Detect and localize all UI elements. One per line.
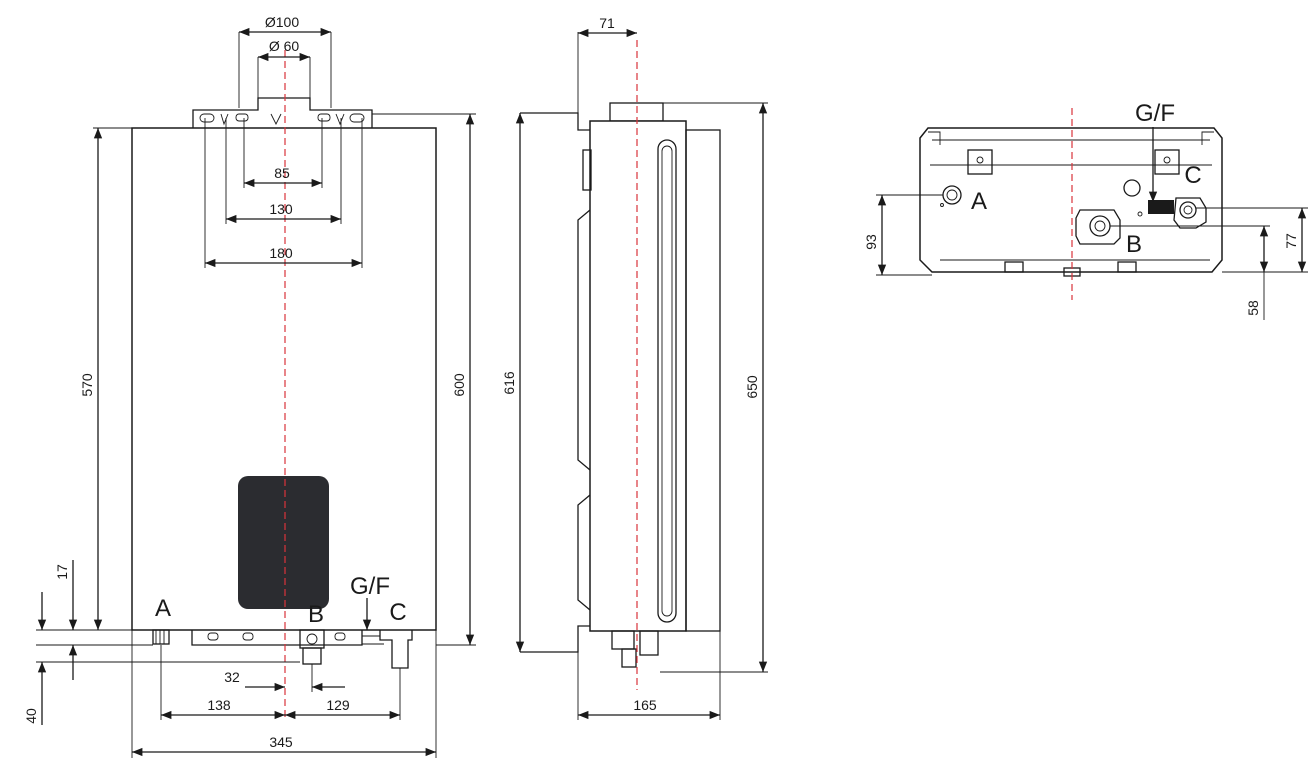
bottom-label-gf: G/F <box>1135 100 1175 127</box>
dim-w32: 32 <box>224 669 240 685</box>
connection-a-fitting <box>152 629 170 645</box>
bottom-slot <box>242 632 254 641</box>
dim-h616: 616 <box>501 371 517 395</box>
dim-h600: 600 <box>451 373 467 397</box>
bracket-slot <box>235 113 249 122</box>
port-c-fitting <box>1173 197 1207 229</box>
dim-w180: 180 <box>269 245 293 261</box>
dim-h58: 58 <box>1245 300 1261 316</box>
side-connector <box>611 630 635 650</box>
dim-h40: 40 <box>23 708 39 724</box>
side-bulge <box>577 209 591 471</box>
dim-h570: 570 <box>79 373 95 397</box>
dim-w138: 138 <box>207 697 231 713</box>
dim-w345: 345 <box>269 734 293 750</box>
gas-pipe <box>1148 200 1174 214</box>
bottom-label-c: C <box>1184 162 1201 189</box>
label-c: C <box>389 599 406 626</box>
port-b-inner <box>1094 220 1106 232</box>
side-rib-inner <box>661 145 673 617</box>
connection-a-thread <box>155 630 165 644</box>
bottom-corner-details <box>928 131 1214 145</box>
gas-valve-lines <box>362 635 384 645</box>
dim-w129: 129 <box>326 697 350 713</box>
label-a: A <box>155 595 171 622</box>
side-connector <box>639 630 659 656</box>
dim-w85: 85 <box>274 165 290 181</box>
connection-c-fitting <box>379 630 413 669</box>
bottom-label-a: A <box>971 188 987 215</box>
label-b: B <box>308 601 324 628</box>
port-dot <box>940 203 944 207</box>
dim-d100: Ø100 <box>265 14 299 30</box>
bottom-foot <box>1117 261 1137 273</box>
dim-w130: 130 <box>269 201 293 217</box>
label-gf: G/F <box>350 573 390 600</box>
heater-side-body <box>589 120 687 632</box>
bottom-plug <box>1123 179 1141 197</box>
bottom-tab-hole <box>1163 156 1171 164</box>
connection-b-pipe <box>302 647 322 665</box>
bottom-tab <box>967 149 993 175</box>
side-bump <box>582 149 592 191</box>
side-view: 71 616 650 165 <box>501 15 768 720</box>
bracket-slot <box>317 113 331 122</box>
bottom-label-b: B <box>1126 231 1142 258</box>
front-cover-profile <box>685 129 721 632</box>
bottom-dot <box>1137 211 1143 217</box>
bracket-slot <box>349 113 365 123</box>
bottom-slot <box>334 632 346 641</box>
front-view: Ø100 Ø 60 85 130 180 570 17 40 600 <box>23 14 476 758</box>
connection-b-nut <box>306 633 318 645</box>
port-c-inner <box>1183 205 1193 215</box>
dim-d60: Ø 60 <box>269 38 300 54</box>
bottom-strip <box>191 630 363 646</box>
port-b-flange <box>1075 209 1121 245</box>
bottom-foot <box>1004 261 1024 273</box>
heater-bottom-body <box>919 127 1223 273</box>
bottom-panel-lines <box>930 139 1212 166</box>
dim-h77: 77 <box>1283 233 1299 249</box>
wall-bracket <box>520 112 590 653</box>
bracket-slot <box>199 113 215 123</box>
bottom-tab <box>1154 149 1180 175</box>
port-c <box>1179 201 1197 219</box>
port-a-inner <box>946 189 958 201</box>
side-connector-pipe <box>621 648 637 668</box>
dim-d71: 71 <box>599 15 615 31</box>
dim-w165: 165 <box>633 697 657 713</box>
bracket-notches <box>220 113 345 126</box>
side-rib <box>657 139 677 623</box>
mounting-bracket <box>192 97 373 128</box>
dim-h17: 17 <box>54 564 70 580</box>
control-panel <box>238 476 329 609</box>
bottom-tab-hole <box>976 156 984 164</box>
dim-h93: 93 <box>863 234 879 250</box>
dim-h650: 650 <box>744 375 760 399</box>
bottom-view: A B C G/F 93 77 58 <box>863 100 1308 320</box>
bottom-slot <box>207 632 219 641</box>
side-bulge <box>577 494 591 611</box>
